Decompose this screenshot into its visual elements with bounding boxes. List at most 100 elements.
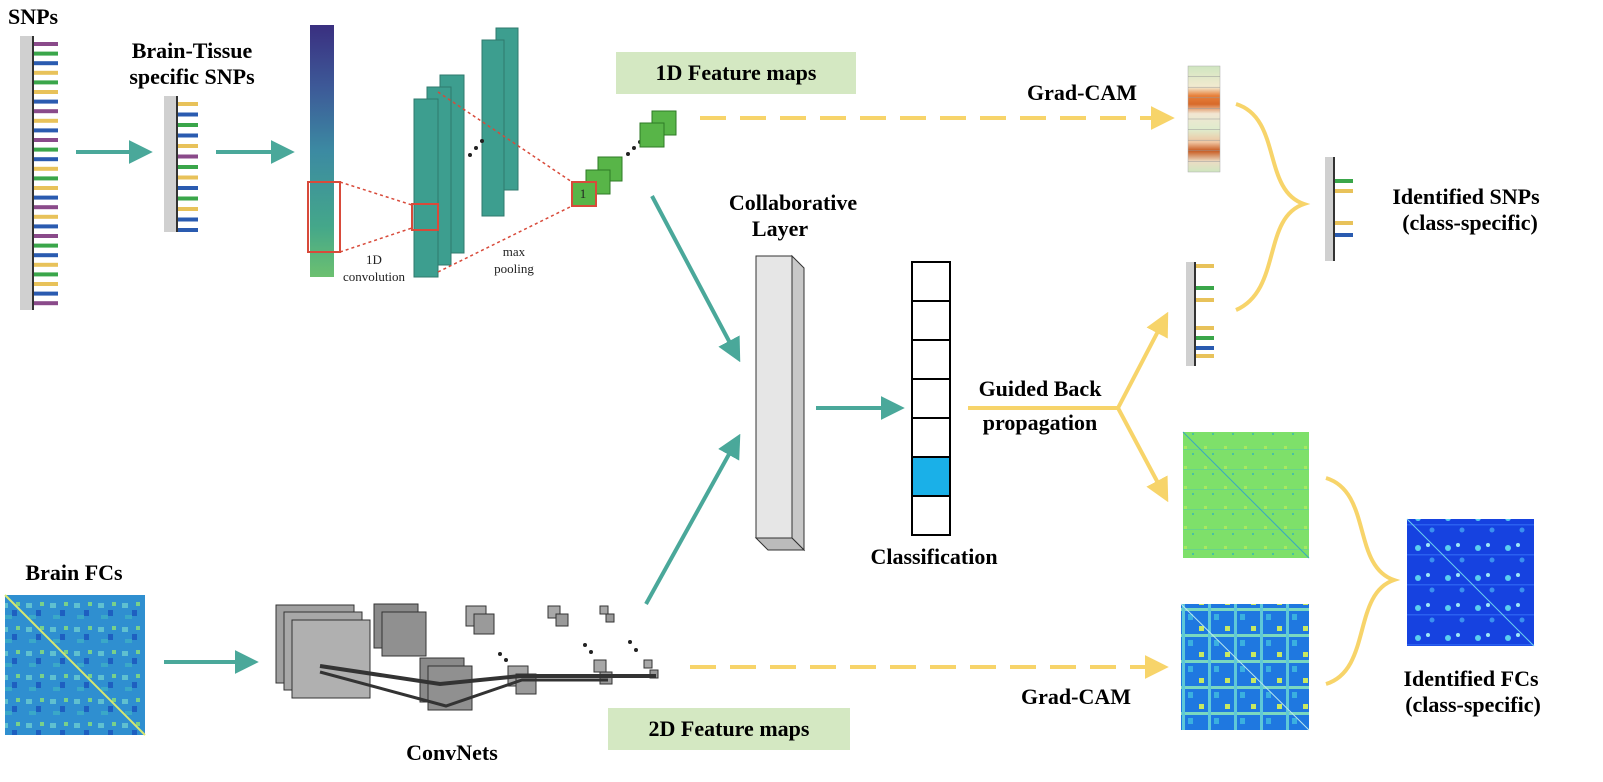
snp-bar [34,272,58,277]
heatmap-diagonal [1180,603,1310,731]
ellipsis-dot [480,139,484,143]
ellipsis-dot [632,146,636,150]
feature-maps-1d-label: 1D Feature maps [656,60,817,85]
snp-bar [1335,189,1353,193]
collab-label-line2: Layer [752,216,808,241]
identified-snp-strip-icon [1325,157,1353,261]
identified-fcs-line1: Identified FCs [1403,666,1539,691]
conv-block [413,98,439,278]
pool-projection-line [437,205,573,273]
arrow-1d-to-collab [650,195,741,363]
snp-bar [178,133,198,138]
conv2d-projection [319,670,608,708]
conv2d-layer [291,619,371,699]
grad-cam-top-label: Grad-CAM [1027,80,1137,105]
conv2d-layer [605,613,615,623]
pool-projection-line [437,91,573,183]
classification-cell [911,417,951,458]
snp-bar [34,61,58,66]
snp-bar [34,51,58,56]
identified-snps-line2: (class-specific) [1402,210,1538,235]
conv2d-projection [319,664,656,687]
identified-snps-line1: Identified SNPs [1392,184,1540,209]
snp-bar [34,195,58,200]
strip-axis [32,36,34,310]
snp-bar [1196,298,1214,302]
brain-tissue-snp-icon [164,96,198,232]
feature-maps-2d-box [608,708,850,750]
snp-bar [1196,346,1214,350]
snp-bar [1335,179,1353,183]
snp-bar [178,207,198,211]
strip-backbone [20,36,32,310]
snp-bar [34,243,58,248]
snp-bar [34,166,58,171]
strip-backbone [1325,157,1333,261]
strip-axis [176,96,178,232]
guided-label-line1: Guided Back [979,376,1103,401]
conv2d-layer [599,605,609,615]
snp-bar [34,128,58,133]
conv2d-layer [381,611,427,657]
snp-strip-icon [20,36,58,310]
snp-bar [178,228,198,232]
ellipsis-dot [628,640,632,644]
strip-axis [1194,262,1196,366]
ellipsis-dot [583,643,587,647]
conv-window [307,181,341,253]
snp-bar [34,205,58,210]
brain-fcs-label: Brain FCs [25,560,123,585]
snp-bar [178,154,198,159]
snp-bar [178,175,198,180]
snp-bar [178,123,198,127]
collab-label-line1: Collaborative [729,190,858,215]
snp-bar [34,147,58,152]
snp-bar [34,138,58,142]
grad-cam-snp-map-grid [1188,76,1220,162]
snp-bar [34,90,58,94]
snp-bar [1196,354,1214,358]
snp-bar [178,217,198,222]
feature-maps-2d-label: 2D Feature maps [649,716,810,741]
snp-bar [34,291,58,296]
conv-kernel-box [411,203,439,231]
snp-bar [34,80,58,85]
heatmap-diagonal [1406,518,1535,647]
ellipsis-dot [504,658,508,662]
snp-bar [34,253,58,258]
feature-map-square [571,181,597,207]
brain-tissue-label-line2: specific SNPs [129,64,255,89]
classification-cell [911,261,951,302]
snp-bar [178,186,198,190]
snp-bar [1335,221,1353,225]
pool-block [481,39,505,217]
snp-bar [34,118,58,123]
strip-backbone [164,96,176,232]
snp-bar [34,70,58,75]
guided-label-line2: propagation [983,410,1098,435]
collab-layer-side [791,254,805,552]
snp-bar [34,234,58,238]
snp-bar [34,99,58,104]
input-1d-column [310,25,334,277]
heatmap-diagonal [1182,431,1310,559]
snp-bar [1196,264,1214,268]
snp-bar [178,102,198,106]
max-pool-label-line2: pooling [494,261,534,276]
conv2d-layer [473,613,495,635]
classification-cell [911,300,951,341]
snp-bar [34,176,58,181]
conv2d-layer [593,659,607,673]
snp-bar [34,224,58,229]
conv-1d-label-line1: 1D [366,252,382,267]
classification-cell [911,378,951,419]
snp-bar [1196,336,1214,340]
max-pool-label-line1: max [503,244,526,259]
snp-bar [34,157,58,162]
identified-fcs-line2: (class-specific) [1405,692,1541,717]
snp-bar [34,262,58,267]
conv-1d-label-line2: convolution [343,269,406,284]
strip-axis [1333,157,1335,261]
feature-maps-1d-box [616,52,856,94]
